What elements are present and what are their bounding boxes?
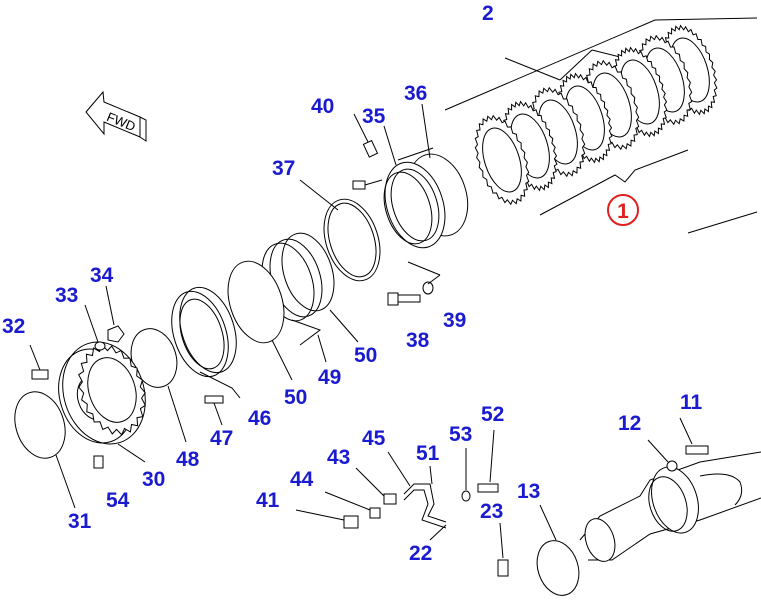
label-part-43: 43 bbox=[327, 446, 350, 469]
disc-gear-ring bbox=[78, 344, 146, 436]
hub-30 bbox=[29, 285, 146, 469]
cover-31 bbox=[14, 391, 76, 509]
rings-49-50 bbox=[227, 232, 359, 381]
label-part-22: 22 bbox=[409, 542, 432, 565]
callout-1: 1 bbox=[607, 194, 639, 226]
label-part-2: 2 bbox=[482, 2, 494, 25]
label-part-54: 54 bbox=[106, 489, 130, 512]
forward-arrow-icon: FWD bbox=[85, 90, 147, 142]
disc-gear-ring bbox=[474, 114, 530, 206]
label-part-34: 34 bbox=[90, 264, 114, 287]
label-part-37: 37 bbox=[272, 157, 295, 180]
label-part-23: 23 bbox=[480, 500, 503, 523]
label-part-11: 11 bbox=[680, 391, 703, 414]
label-part-52: 52 bbox=[481, 403, 504, 426]
part-labels: 2 40 35 36 37 34 33 32 38 39 50 49 50 46… bbox=[2, 2, 703, 565]
label-part-50-lower: 50 bbox=[284, 386, 307, 409]
label-part-40: 40 bbox=[311, 95, 334, 118]
label-part-13: 13 bbox=[517, 480, 540, 503]
label-part-31: 31 bbox=[68, 510, 92, 533]
disc-inner-ring bbox=[482, 127, 522, 193]
label-part-12: 12 bbox=[618, 412, 641, 435]
fwd-label: FWD bbox=[105, 109, 138, 134]
axle-housing bbox=[536, 417, 761, 596]
label-part-46: 46 bbox=[248, 407, 271, 430]
ring-46 bbox=[171, 286, 241, 426]
label-part-50-upper: 50 bbox=[354, 344, 377, 367]
label-part-53: 53 bbox=[449, 423, 472, 446]
label-part-49: 49 bbox=[318, 366, 341, 389]
label-part-48: 48 bbox=[176, 448, 200, 471]
label-part-38: 38 bbox=[406, 329, 430, 352]
callout-1-number: 1 bbox=[617, 200, 629, 223]
label-part-47: 47 bbox=[210, 427, 233, 450]
label-part-35: 35 bbox=[362, 105, 386, 128]
label-part-51: 51 bbox=[416, 442, 440, 465]
label-part-41: 41 bbox=[256, 489, 280, 512]
disc-inner-ring bbox=[87, 357, 137, 423]
label-part-44: 44 bbox=[290, 468, 314, 491]
label-part-36: 36 bbox=[404, 82, 427, 105]
label-part-32: 32 bbox=[2, 315, 25, 338]
label-part-45: 45 bbox=[362, 427, 386, 450]
label-part-39: 39 bbox=[443, 309, 466, 332]
clutch-disc-pack bbox=[444, 17, 758, 234]
label-part-33: 33 bbox=[55, 284, 78, 307]
piston-assembly bbox=[352, 103, 469, 306]
seal-ring-37 bbox=[299, 179, 381, 282]
piping-assembly bbox=[295, 429, 509, 577]
label-part-30: 30 bbox=[142, 468, 165, 491]
